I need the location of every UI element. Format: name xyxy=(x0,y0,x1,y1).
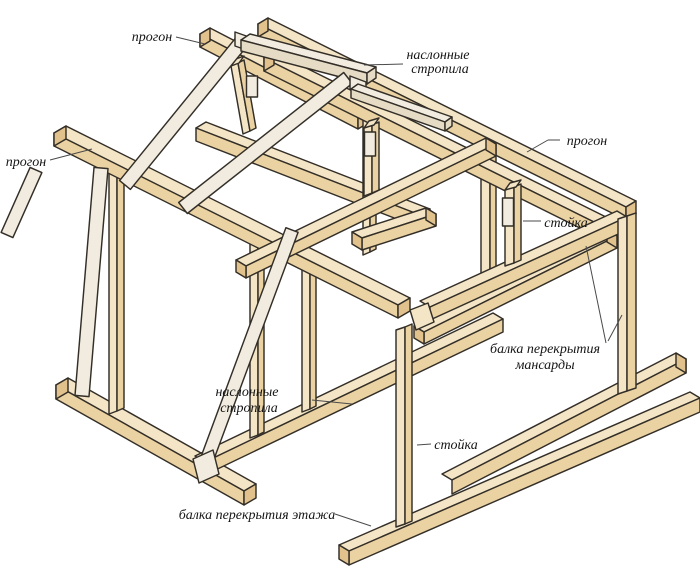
svg-text:стропила: стропила xyxy=(411,62,469,77)
svg-text:прогон: прогон xyxy=(6,155,46,170)
svg-text:мансарды: мансарды xyxy=(514,358,574,373)
svg-text:прогон: прогон xyxy=(132,30,172,45)
svg-text:балка перекрытия этажа: балка перекрытия этажа xyxy=(179,508,336,523)
svg-text:стойка: стойка xyxy=(544,216,588,231)
svg-text:стропила: стропила xyxy=(220,401,278,416)
svg-text:наслонные: наслонные xyxy=(215,385,278,400)
svg-text:прогон: прогон xyxy=(567,134,607,149)
svg-text:балка перекрытия: балка перекрытия xyxy=(490,342,600,357)
svg-text:стойка: стойка xyxy=(434,438,478,453)
svg-text:наслонные: наслонные xyxy=(406,48,469,63)
